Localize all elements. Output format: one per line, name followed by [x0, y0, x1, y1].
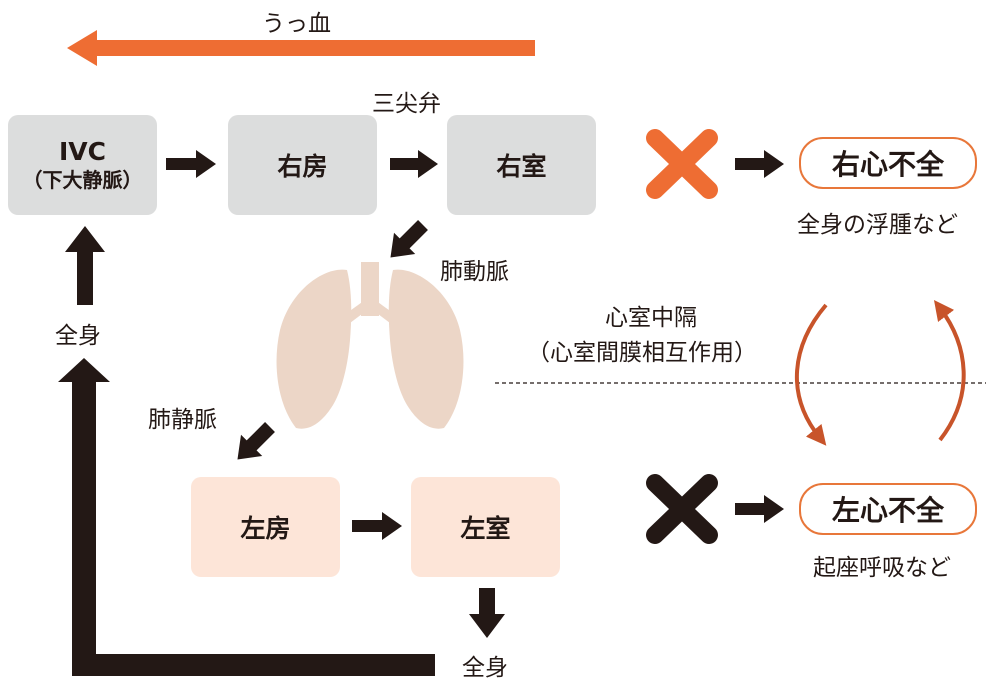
left-atrium-box: 左房	[191, 477, 340, 577]
right-heart-failure-badge: 右心不全	[799, 137, 977, 189]
ivc-subtitle: （下大静脈）	[22, 168, 143, 192]
pulmonary-vein-arrow	[237, 422, 275, 460]
pulmonary-artery-arrow	[390, 220, 428, 258]
congestion-label: うっ血	[262, 11, 331, 37]
left-heart-failure-note: 起座呼吸など	[813, 555, 951, 581]
arrow-la-to-lv	[352, 512, 402, 540]
right-heart-failure-note: 全身の浮腫など	[797, 212, 958, 238]
tricuspid-valve-label: 三尖弁	[372, 91, 441, 117]
arrow-body-to-ivc	[65, 226, 105, 305]
interaction-curve-down	[794, 303, 828, 446]
left-ventricle-box: 左室	[411, 477, 560, 577]
arrow-left-to-outcome	[735, 495, 784, 523]
interaction-curve-up	[933, 300, 966, 442]
lungs-illustration	[276, 262, 464, 429]
right-ventricle-box: 右室	[447, 115, 596, 215]
arrow-rv-to-outcome	[735, 150, 784, 178]
left-heart-failure-badge: 左心不全	[799, 483, 977, 535]
whole-body-label-left: 全身	[55, 323, 101, 349]
right-atrium-box: 右房	[228, 115, 377, 215]
ivc-box: IVC （下大静脈）	[8, 115, 157, 215]
congestion-arrow	[67, 30, 535, 66]
arrow-ra-to-rv	[390, 150, 438, 178]
systemic-return-arrow	[58, 358, 435, 676]
whole-body-label-bottom: 全身	[462, 655, 508, 681]
black-cross-icon	[646, 474, 718, 544]
pulmonary-artery-label: 肺動脈	[440, 259, 509, 285]
orange-cross-icon	[646, 129, 718, 199]
ivc-title: IVC	[59, 137, 106, 166]
septum-sublabel: （心室間膜相互作用）	[527, 340, 757, 366]
arrow-ivc-to-ra	[166, 150, 216, 178]
arrow-lv-to-body	[469, 588, 505, 638]
pulmonary-vein-label: 肺静脈	[148, 407, 217, 433]
septum-label: 心室中隔	[605, 305, 697, 331]
